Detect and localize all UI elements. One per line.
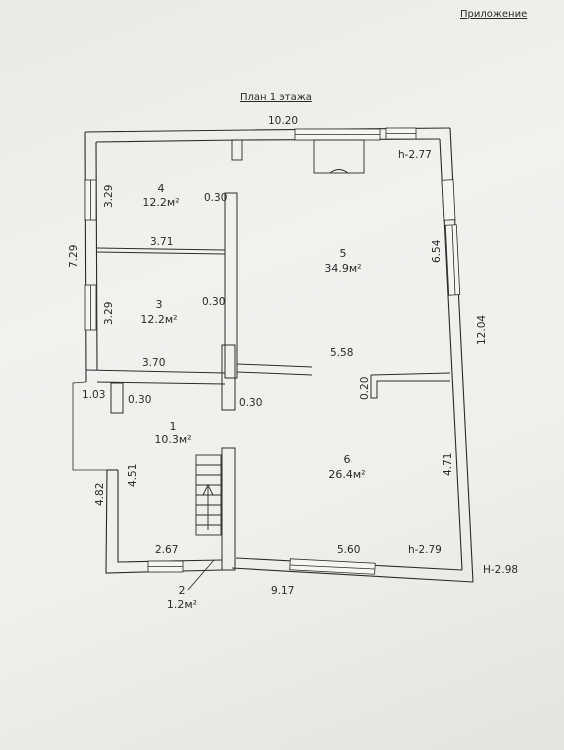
svg-text:34.9м²: 34.9м² (324, 262, 361, 275)
dim-porch: 1.03 (82, 389, 105, 401)
corner-mark: H-2.98 (483, 564, 518, 576)
dim-room3-width: 3.70 (142, 357, 165, 369)
dim-room4-partition: 0.30 (204, 192, 227, 204)
dim-room1-height: 4.51 (127, 464, 139, 487)
dim-room4-height: 3.29 (103, 185, 115, 208)
room-5-label: 5 34.9м² (324, 247, 361, 275)
dim-room6-height: 4.71 (442, 453, 454, 476)
svg-text:1.2м²: 1.2м² (167, 598, 197, 611)
room-4-label: 4 12.2м² (142, 182, 179, 209)
svg-text:2: 2 (179, 584, 186, 597)
level-top-right: h-2.77 (398, 149, 432, 161)
dim-room4-width: 3.71 (150, 236, 173, 248)
appendix-label: Приложение (460, 9, 527, 20)
stove-niche (231, 139, 365, 174)
svg-text:1: 1 (170, 420, 177, 433)
room-2-label: 2 1.2м² (167, 584, 197, 611)
dim-room6-partition: 0.20 (359, 377, 371, 400)
dim-room3-height: 3.29 (103, 302, 115, 325)
staircase (187, 454, 222, 591)
interior-walls (72, 192, 451, 571)
svg-text:3: 3 (156, 298, 163, 311)
room-3-label: 3 12.2м² (140, 298, 177, 326)
dim-left-lower: 4.82 (94, 483, 106, 506)
dim-top-width: 10.20 (268, 115, 298, 127)
level-bottom-right: h-2.79 (408, 544, 442, 556)
windows (84, 127, 461, 575)
svg-text:4: 4 (158, 182, 165, 195)
svg-text:12.2м²: 12.2м² (142, 196, 179, 209)
dim-left-height: 7.29 (68, 245, 80, 268)
dim-hall-wall-right: 0.30 (239, 397, 262, 409)
dim-room1-width: 2.67 (155, 544, 178, 556)
dim-hall-wall-left: 0.30 (128, 394, 151, 406)
plan-title: План 1 этажа (240, 92, 312, 103)
room-6-label: 6 26.4м² (328, 453, 365, 481)
dim-room3-partition: 0.30 (202, 296, 225, 308)
dim-room6-width: 5.60 (337, 544, 360, 556)
dim-right-height: 12.04 (476, 315, 488, 345)
svg-text:10.3м²: 10.3м² (154, 433, 191, 446)
dim-bottom-width: 9.17 (271, 585, 294, 597)
svg-text:5: 5 (340, 247, 347, 260)
svg-text:6: 6 (344, 453, 351, 466)
svg-text:26.4м²: 26.4м² (328, 468, 365, 481)
dim-room5-height: 6.54 (431, 239, 443, 263)
svg-text:12.2м²: 12.2м² (140, 313, 177, 326)
dim-center-width: 5.58 (330, 347, 353, 359)
room-1-label: 1 10.3м² (154, 420, 191, 446)
